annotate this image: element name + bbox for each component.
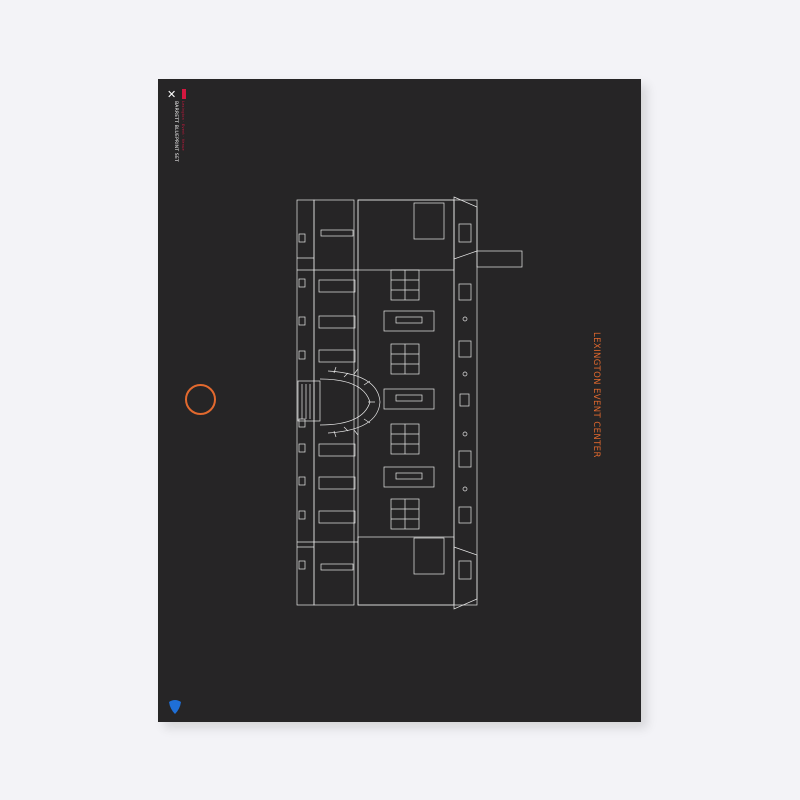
bottom-tower-block bbox=[357, 536, 455, 606]
rotunda-arc bbox=[319, 378, 371, 426]
bottom-tower-window bbox=[413, 537, 445, 575]
side-annex bbox=[476, 250, 523, 268]
blue-guitar-pick-icon bbox=[169, 700, 181, 714]
top-tower-window bbox=[413, 202, 445, 240]
building-blueprint bbox=[296, 196, 523, 610]
right-column bbox=[453, 199, 478, 606]
brand-red-bar bbox=[182, 89, 186, 99]
left-facade-band bbox=[296, 199, 315, 606]
orange-ring-icon bbox=[185, 384, 216, 415]
x-mark-icon: ✕ bbox=[167, 88, 177, 101]
entrance-portico bbox=[297, 380, 321, 422]
top-tower-block bbox=[357, 199, 455, 271]
poster: ✕ BARRETT BLUEPRINT SET Lexington · Even… bbox=[158, 79, 641, 722]
poster-title: LEXINGTON EVENT CENTER bbox=[591, 332, 601, 458]
main-block bbox=[357, 199, 455, 606]
